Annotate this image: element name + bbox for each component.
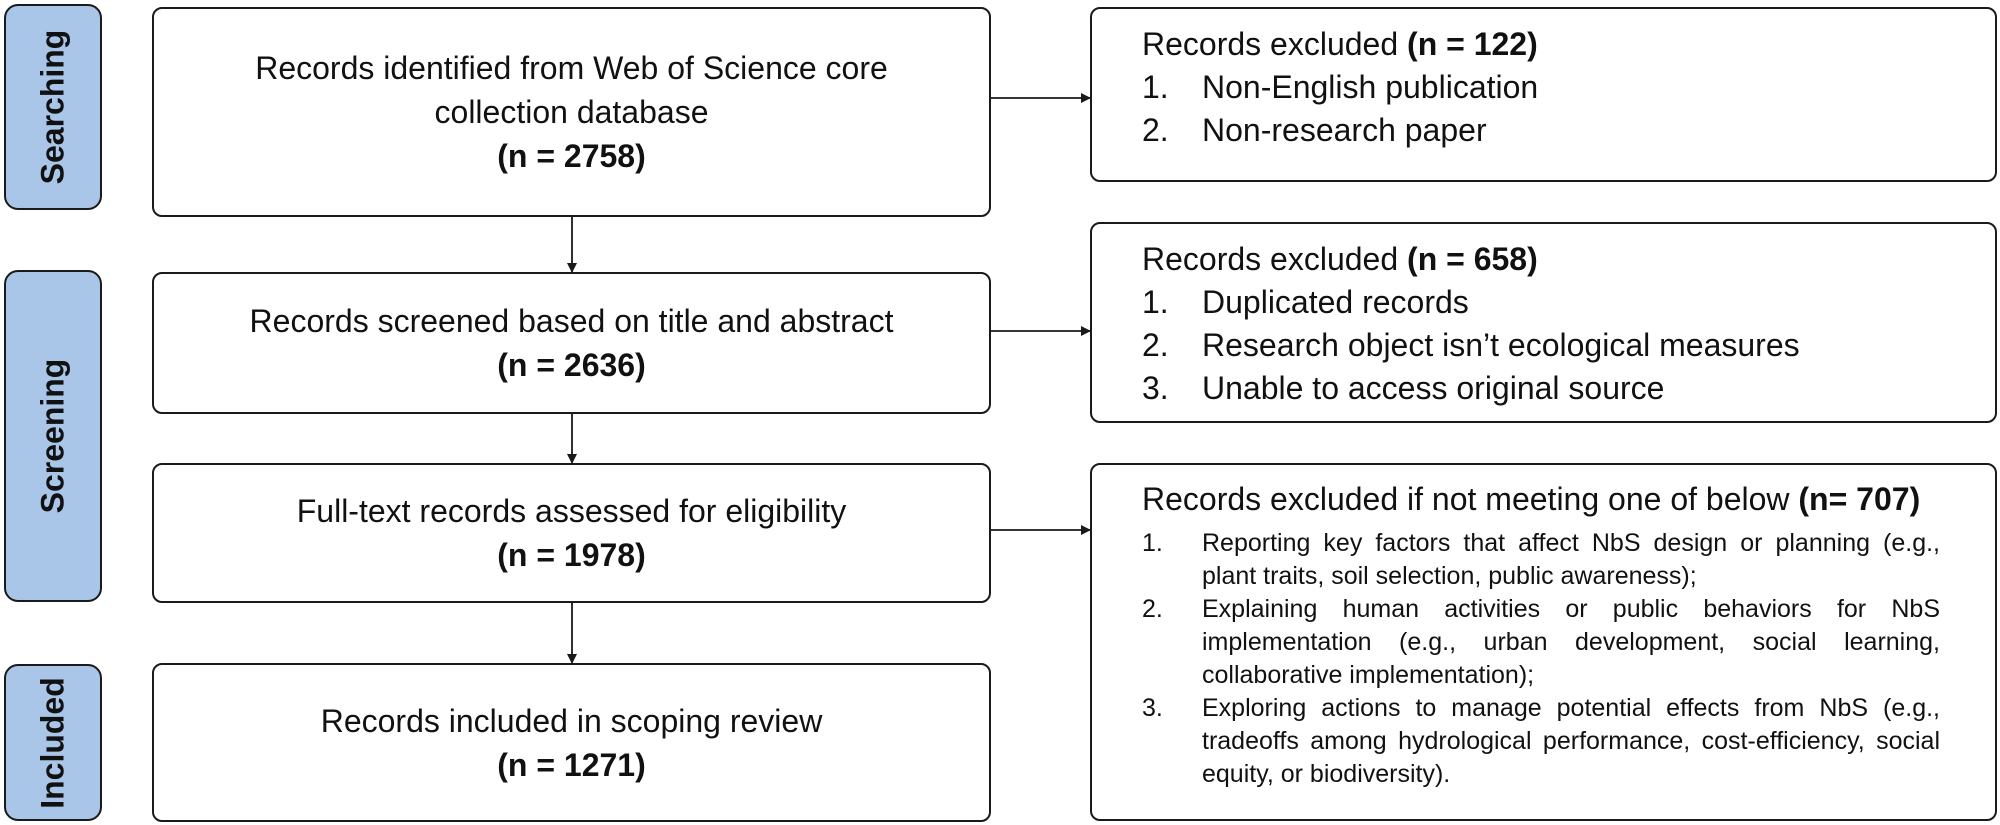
- list-item-text: Duplicated records: [1202, 284, 1469, 320]
- list-item: 2. Non-research paper: [1142, 109, 1945, 152]
- list-item-text: Exploring actions to manage potential ef…: [1202, 694, 1940, 788]
- exclusion-list: 1. Duplicated records 2. Research object i…: [1142, 281, 1945, 410]
- list-item: 1. Duplicated records: [1142, 281, 1945, 324]
- exclusion-list: 1. Non-English publication 2. Non-research…: [1142, 66, 1945, 152]
- flow-text-assessed: Full-text records assessed for eligibili…: [296, 493, 847, 529]
- list-item-text: Non-English publication: [1202, 69, 1539, 105]
- list-item: 3. Exploring actions to manage potential …: [1142, 692, 1940, 791]
- stage-label-included: Included: [34, 676, 71, 809]
- list-item-text: Unable to access original source: [1202, 370, 1665, 406]
- list-item-number: 3.: [1142, 694, 1163, 722]
- list-item-number: 1.: [1142, 529, 1163, 557]
- flow-count-screened: (n = 2636): [497, 347, 646, 383]
- stage-tab-screening: Screening: [4, 270, 102, 602]
- list-item-number: 1.: [1142, 284, 1169, 320]
- list-item: 2. Explaining human activities or public …: [1142, 593, 1940, 692]
- flow-text-included: Records included in scoping review: [320, 702, 823, 739]
- exclusion-heading-count: (n= 707): [1798, 481, 1921, 517]
- list-item-text: Reporting key factors that affect NbS de…: [1202, 529, 1940, 590]
- exclusion-heading-text: Records excluded: [1142, 241, 1408, 277]
- flow-count-assessed: (n = 1978): [497, 537, 646, 573]
- flow-box-included: Records included in scoping review (n = …: [152, 663, 991, 822]
- exclusion-box-screening: Records excluded (n = 658) 1. Duplicated …: [1090, 222, 1997, 423]
- list-item-text: Explaining human activities or public be…: [1202, 595, 1940, 689]
- list-item-number: 3.: [1142, 370, 1169, 406]
- exclusion-heading: Records excluded if not meeting one of b…: [1142, 475, 1940, 523]
- exclusion-heading: Records excluded (n = 658): [1142, 238, 1945, 281]
- flow-box-assessed: Full-text records assessed for eligibili…: [152, 463, 991, 603]
- flow-text-identified: Records identified from Web of Science c…: [255, 50, 888, 130]
- list-item-number: 2.: [1142, 595, 1163, 623]
- exclusion-list: 1. Reporting key factors that affect NbS …: [1142, 527, 1940, 791]
- stage-tab-included: Included: [4, 664, 102, 821]
- stage-label-screening: Screening: [34, 358, 71, 514]
- exclusion-box-searching: Records excluded (n = 122) 1. Non-English…: [1090, 7, 1997, 182]
- flow-text-screened: Records screened based on title and abst…: [249, 303, 894, 339]
- exclusion-box-eligibility: Records excluded if not meeting one of b…: [1090, 463, 1997, 821]
- list-item: 1. Non-English publication: [1142, 66, 1945, 109]
- list-item-number: 1.: [1142, 69, 1169, 105]
- exclusion-heading-text: Records excluded if not meeting one of b…: [1142, 481, 1799, 517]
- exclusion-heading-text: Records excluded: [1142, 26, 1408, 62]
- list-item-number: 2.: [1142, 327, 1169, 363]
- exclusion-heading-count: (n = 658): [1407, 241, 1538, 277]
- list-item-text: Research object isn’t ecological measure…: [1202, 327, 1800, 363]
- stage-label-searching: Searching: [34, 29, 71, 185]
- flow-count-included: (n = 1271): [497, 746, 646, 783]
- exclusion-heading-count: (n = 122): [1407, 26, 1538, 62]
- flow-count-identified: (n = 2758): [497, 138, 646, 174]
- flow-box-identified: Records identified from Web of Science c…: [152, 7, 991, 217]
- list-item-number: 2.: [1142, 112, 1169, 148]
- list-item: 1. Reporting key factors that affect NbS …: [1142, 527, 1940, 593]
- exclusion-heading: Records excluded (n = 122): [1142, 23, 1945, 66]
- list-item: 2. Research object isn’t ecological measu…: [1142, 324, 1945, 367]
- list-item-text: Non-research paper: [1202, 112, 1487, 148]
- stage-tab-searching: Searching: [4, 4, 102, 210]
- list-item: 3. Unable to access original source: [1142, 367, 1945, 410]
- flow-box-screened: Records screened based on title and abst…: [152, 272, 991, 414]
